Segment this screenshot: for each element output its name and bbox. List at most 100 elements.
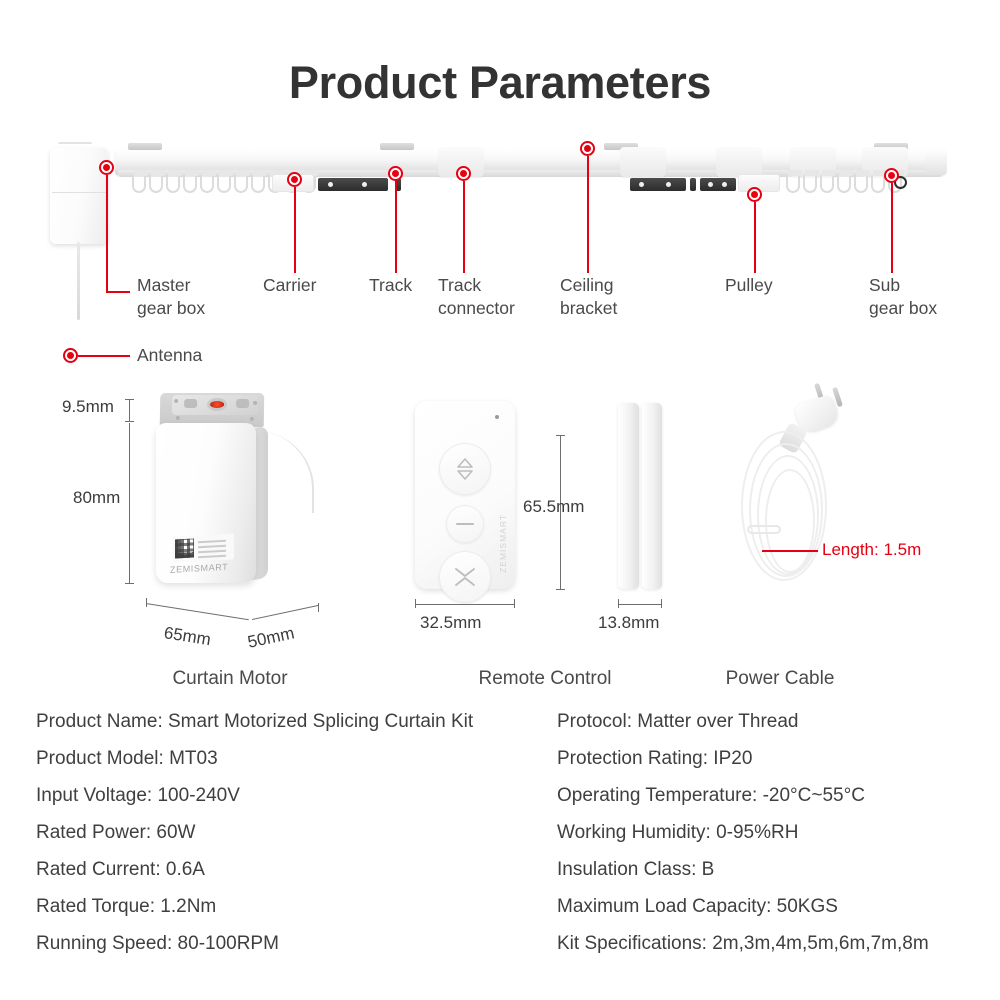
connector-pin-right: [690, 178, 696, 191]
motor-label-sticker: [172, 533, 234, 563]
dim-label-remote-height: 65.5mm: [523, 497, 585, 516]
callout-line-master-gear-box-h: [106, 291, 130, 293]
dim-line-remote-width: [415, 604, 515, 605]
dim-label-motor-width: 65mm: [162, 623, 213, 650]
track-connector-plate-left: [318, 178, 388, 191]
callout-line-ceiling-bracket: [587, 156, 589, 273]
callout-label-track-connector: Track connector: [438, 275, 515, 318]
open-button[interactable]: [439, 443, 491, 495]
track-segment-2: [716, 147, 762, 177]
cable-coil-1: [741, 431, 827, 581]
remote-brand-label: ZEMISMART: [498, 514, 508, 573]
cable-length-label: Length: 1.5m: [822, 540, 922, 559]
remote-side-view-image: [618, 403, 662, 589]
track-connector-plate-right: [630, 178, 686, 191]
dim-label-motor-depth: 50mm: [245, 623, 297, 652]
caption-curtain-motor: Curtain Motor: [172, 668, 288, 689]
remote-control-image: ZEMISMART: [415, 401, 515, 603]
curtain-motor-image: ZEMISMART: [152, 393, 314, 593]
motor-body: ZEMISMART: [156, 423, 256, 583]
carrier-top: [805, 170, 819, 176]
spec-kit-specifications: Kit Specifications: 2m,3m,4m,5m,6m,7m,8m: [557, 933, 929, 954]
callout-label-carrier: Carrier: [263, 275, 317, 295]
carrier-top: [202, 170, 216, 176]
dim-line-motor-cap: [129, 399, 130, 421]
specs-column-left: Product Name: Smart Motorized Splicing C…: [36, 703, 473, 962]
ceiling-bracket-1: [128, 143, 162, 150]
stop-button[interactable]: [446, 505, 484, 543]
spec-working-humidity: Working Humidity: 0-95%RH: [557, 822, 799, 843]
callout-dot-track-connector: [456, 166, 471, 181]
dim-line-side-width: [618, 604, 662, 605]
callout-dot-antenna: [63, 348, 78, 363]
spec-rated-power: Rated Power: 60W: [36, 822, 196, 843]
carrier-ring: [786, 170, 802, 193]
close-button[interactable]: [439, 551, 491, 603]
dim-label-motor-body-height: 80mm: [73, 488, 121, 507]
carrier-ring: [820, 170, 836, 193]
carrier-ring: [234, 170, 250, 193]
dim-line-motor-width: [145, 603, 249, 621]
page-title: Product Parameters: [288, 57, 712, 108]
callout-label-master-gear-box: Master gear box: [137, 275, 206, 318]
carrier-ring: [251, 170, 267, 193]
cable-coil-3: [757, 455, 819, 575]
track-connector-plate-right-2: [700, 178, 736, 191]
dim-line-motor-depth: [251, 604, 319, 620]
carrier-top: [168, 170, 182, 176]
cable-coil-2: [749, 443, 823, 577]
motor-slot-left: [184, 399, 198, 408]
product-gallery: ZEMISMART 9.5mm 80mm 65mm 50mm: [0, 382, 1000, 700]
carrier-top: [304, 170, 318, 176]
cable-coil-4: [765, 469, 815, 573]
carrier-ring: [166, 170, 182, 193]
track-rail-lip: [118, 170, 942, 177]
spec-product-name: Product Name: Smart Motorized Splicing C…: [36, 711, 474, 732]
carrier-top: [839, 170, 853, 176]
master-gear-box-unit: [50, 148, 108, 244]
spec-rated-torque: Rated Torque: 1.2Nm: [36, 896, 217, 917]
motor-slot-right: [236, 399, 250, 408]
spec-protocol: Protocol: Matter over Thread: [557, 711, 799, 732]
spec-insulation-class: Insulation Class: B: [557, 859, 715, 880]
carrier-top: [134, 170, 148, 176]
carrier-top: [873, 170, 887, 176]
carrier-top: [788, 170, 802, 176]
carrier-top: [822, 170, 836, 176]
spec-max-load-capacity: Maximum Load Capacity: 50KGS: [557, 896, 838, 917]
carrier-top: [236, 170, 250, 176]
antenna-wire: [77, 242, 80, 320]
sticker-text-lines: [198, 539, 226, 561]
specs-column-right: Protocol: Matter over Thread Protection …: [557, 703, 929, 962]
callout-dot-ceiling-bracket: [580, 141, 595, 156]
carrier-top: [219, 170, 233, 176]
callout-dot-track: [388, 166, 403, 181]
callout-label-track: Track: [369, 275, 413, 295]
callout-label-antenna: Antenna: [137, 345, 203, 365]
callout-line-track-connector: [463, 181, 465, 273]
carrier-top: [185, 170, 199, 176]
spec-input-voltage: Input Voltage: 100-240V: [36, 785, 240, 806]
dim-label-remote-width: 32.5mm: [420, 613, 482, 632]
callout-line-sub-gear-box: [891, 183, 893, 273]
callout-label-pulley: Pulley: [725, 275, 773, 295]
carrier-ring: [837, 170, 853, 193]
caption-remote-control: Remote Control: [478, 668, 612, 689]
dim-label-motor-cap-height: 9.5mm: [62, 397, 114, 416]
ceiling-bracket-3: [604, 143, 638, 150]
dim-line-motor-body: [129, 423, 130, 583]
track-segment-1: [620, 147, 666, 177]
carrier-ring: [132, 170, 148, 193]
callout-line-master-gear-box: [106, 175, 108, 292]
sub-gear-box-wheel: [894, 176, 907, 189]
cable-length-leader-line: [762, 550, 818, 552]
carrier-ring: [217, 170, 233, 193]
spec-protection-rating: Protection Rating: IP20: [557, 748, 753, 769]
motor-output-hub-icon: [206, 398, 228, 411]
dim-line-remote-height: [560, 435, 561, 590]
track-right-endcap: [925, 149, 947, 175]
carrier-ring: [854, 170, 870, 193]
callout-dot-master-gear-box: [99, 160, 114, 175]
ceiling-bracket-2: [380, 143, 414, 150]
